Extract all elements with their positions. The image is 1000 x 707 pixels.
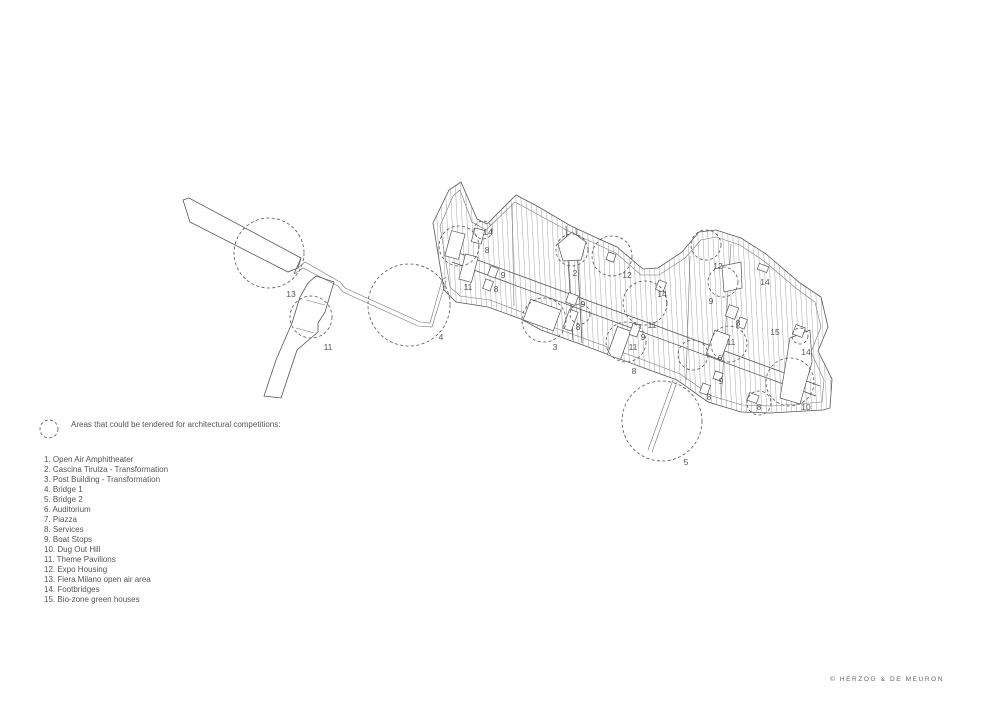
- plan-label-9: 9: [501, 270, 506, 280]
- plan-label-2: 2: [573, 268, 578, 278]
- plan-label-9: 9: [641, 332, 646, 342]
- legend-item: 10. Dug Out Hill: [44, 545, 101, 554]
- legend-key-description: Areas that could be tendered for archite…: [71, 420, 281, 429]
- plan-label-3: 3: [553, 342, 558, 352]
- plan-label-14: 14: [801, 347, 811, 357]
- plan-label-10: 10: [801, 402, 811, 412]
- plan-label-8: 8: [736, 318, 741, 328]
- plan-label-9: 9: [719, 376, 724, 386]
- legend-item: 2. Cascina Tirulza - Transformation: [44, 465, 169, 474]
- copyright-credit: © HERZOG & DE MEURON: [830, 676, 945, 683]
- competition-area-rings: [233, 217, 815, 462]
- legend-item: 11. Theme Pavilions: [44, 555, 116, 564]
- legend-dashed-circle-icon: [39, 419, 59, 439]
- plan-label-8: 8: [632, 366, 637, 376]
- plan-label-11: 11: [648, 320, 657, 330]
- legend-item: 15. Bio-zone green houses: [44, 595, 140, 604]
- legend-item: 3. Post Building - Transformation: [44, 475, 161, 484]
- legend-item: 12. Expo Housing: [44, 565, 108, 574]
- legend-item: 1. Open Air Amphitheater: [44, 455, 134, 464]
- legend-item: 5. Bridge 2: [44, 495, 83, 504]
- plan-label-11: 11: [324, 342, 333, 352]
- site-structures: [444, 227, 813, 405]
- legend-item: 9. Boat Stops: [44, 535, 93, 544]
- plan-label-14: 14: [657, 289, 667, 299]
- plan-label-9: 9: [709, 296, 714, 306]
- legend-item: 6. Auditorium: [44, 505, 91, 514]
- plan-label-11: 11: [727, 337, 736, 347]
- plan-label-4: 4: [439, 332, 444, 342]
- plan-label-11: 11: [629, 342, 638, 352]
- plan-label-8: 8: [576, 322, 581, 332]
- plan-label-8: 8: [485, 245, 490, 255]
- plan-label-14: 14: [483, 227, 493, 237]
- legend-item: 13. Fiera Milano open air area: [44, 575, 151, 584]
- plan-label-6: 6: [718, 353, 723, 363]
- legend-item: 4. Bridge 1: [44, 485, 83, 494]
- plan-label-11: 11: [464, 282, 473, 292]
- plan-label-12: 12: [622, 270, 632, 280]
- plan-label-12: 12: [713, 261, 723, 271]
- plan-label-8: 8: [494, 284, 499, 294]
- legend-item: 7. Piazza: [44, 515, 77, 524]
- plan-label-14: 14: [760, 277, 770, 287]
- west-walkway: [182, 197, 447, 328]
- plan-label-15: 15: [770, 327, 780, 337]
- bridge-2: [647, 379, 678, 453]
- plan-label-8: 8: [757, 402, 762, 412]
- plan-label-13: 13: [286, 289, 296, 299]
- legend-item: 8. Services: [44, 525, 84, 534]
- plan-label-8: 8: [707, 392, 712, 402]
- legend-item: 14. Footbridges: [44, 585, 100, 594]
- plan-label-5: 5: [684, 457, 689, 467]
- fiera-building-strip: [263, 275, 335, 399]
- legend-list: 1. Open Air Amphitheater 2. Cascina Tiru…: [44, 455, 168, 605]
- plan-label-9: 9: [581, 299, 586, 309]
